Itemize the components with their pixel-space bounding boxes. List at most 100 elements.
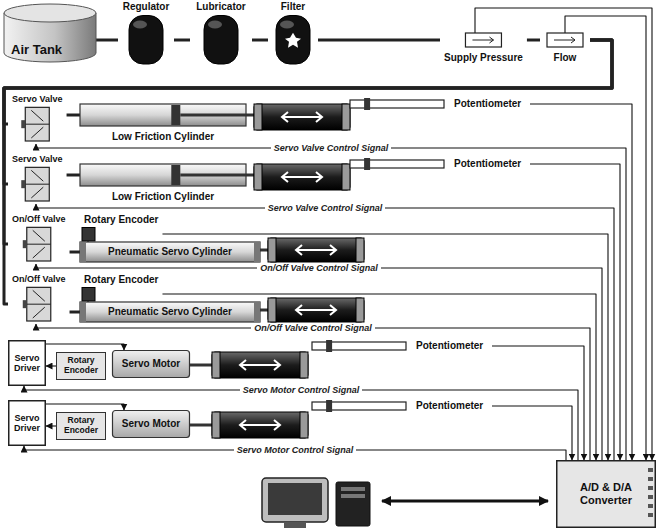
load-end-cap — [268, 238, 276, 262]
valve-symbol: On/Off Valve — [8, 214, 70, 264]
sensor-box: Supply Pressure — [440, 33, 527, 63]
signal-wire — [46, 344, 124, 350]
node-label: Rotary Encoder — [84, 214, 158, 226]
node-label: Filter — [281, 1, 305, 13]
valve-flow-path — [31, 110, 43, 138]
node-label: Pneumatic Servo Cylinder — [105, 306, 235, 318]
air-pipe — [527, 39, 540, 42]
air-pipe — [4, 40, 612, 304]
valve-flow-path — [33, 230, 45, 258]
servo-motor: Servo Motor — [112, 350, 190, 378]
motion-arrow — [296, 305, 336, 315]
low-friction-cylinder: Low Friction Cylinder — [80, 104, 246, 142]
node-label: Potentiometer — [416, 400, 483, 412]
load-block — [190, 352, 308, 378]
rotary-encoder: Rotary Encoder — [56, 412, 106, 440]
valve-solenoid — [23, 300, 27, 308]
unit-body — [204, 16, 238, 65]
potentiometer: Potentiometer — [312, 398, 492, 414]
encoder-body — [82, 288, 95, 302]
signal-wire — [46, 425, 56, 426]
rotary-encoder: Rotary Encoder — [80, 274, 162, 302]
servo-driver: Servo Driver — [8, 400, 46, 446]
signal-wire — [36, 144, 626, 460]
air-treatment-unit: Regulator — [118, 1, 174, 65]
computer-tower — [336, 482, 370, 526]
unit-highlight — [208, 21, 222, 29]
load-block — [246, 104, 350, 130]
valve-solenoid — [21, 180, 25, 188]
rotary-encoder: Rotary Encoder — [80, 214, 162, 242]
signal-label: On/Off Valve Control Signal — [257, 263, 381, 274]
signal-wire — [36, 324, 590, 460]
load-block — [190, 412, 308, 438]
valve-flow-path — [33, 290, 45, 318]
signal-wire — [530, 104, 632, 460]
signal-label: On/Off Valve Control Signal — [251, 323, 375, 334]
load-end-cap — [356, 238, 364, 262]
load-block — [260, 298, 364, 322]
node-label: Servo Driver — [8, 413, 46, 434]
load-block — [260, 238, 364, 262]
monitor-screen — [268, 483, 322, 515]
motion-arrow — [296, 245, 336, 255]
node-label: A/D & D/A Converter — [556, 481, 656, 506]
converter-box: A/D & D/A Converter — [556, 460, 656, 528]
drive-slot — [341, 487, 365, 491]
load-end-cap — [342, 164, 350, 190]
motor-body — [113, 411, 190, 438]
signal-wire — [36, 204, 614, 460]
piston-rod — [180, 174, 246, 177]
monitor-stand — [284, 522, 306, 528]
valve-body — [27, 287, 51, 321]
node-label: On/Off Valve — [12, 214, 66, 224]
encoder-body — [82, 228, 95, 242]
load-body — [254, 104, 350, 130]
valve-symbol: Servo Valve — [8, 94, 67, 144]
valve-solenoid — [23, 240, 27, 248]
monitor — [262, 478, 328, 522]
node-label: Servo Valve — [12, 94, 63, 104]
converter-port — [648, 468, 653, 472]
rotary-encoder: Rotary Encoder — [56, 352, 106, 380]
signal-wire — [492, 406, 572, 460]
load-end-cap — [254, 104, 262, 130]
node-label: Flow — [554, 52, 577, 64]
data-link-arrow — [382, 500, 548, 503]
signal-label: Servo Motor Control Signal — [240, 385, 363, 396]
valve-symbol: On/Off Valve — [8, 274, 70, 324]
potentiometer-wiper — [326, 340, 332, 352]
motion-arrow — [282, 172, 322, 182]
node-label: Potentiometer — [454, 158, 521, 170]
converter-body — [557, 461, 656, 528]
motion-arrow — [282, 112, 322, 122]
air-treatment-unit: Filter — [268, 1, 318, 65]
node-label: Low Friction Cylinder — [112, 131, 214, 143]
air-tank: Air Tank — [4, 4, 96, 62]
valve-body — [25, 107, 49, 141]
tank-top — [4, 4, 96, 22]
signal-wire — [46, 365, 56, 366]
converter-port — [648, 486, 653, 490]
low-friction-cylinder: Low Friction Cylinder — [80, 164, 246, 202]
load-end-cap — [268, 298, 276, 322]
piston-rod — [190, 364, 212, 367]
signal-wire — [36, 264, 602, 460]
air-pipe — [96, 39, 118, 42]
potentiometer-wiper — [364, 158, 370, 170]
valve-solenoid — [21, 120, 25, 128]
potentiometer-wiper — [364, 98, 370, 110]
computer — [262, 478, 370, 528]
air-treatment-unit: Lubricator — [190, 1, 252, 65]
piston-rod — [190, 424, 212, 427]
unit-body — [276, 16, 310, 65]
drive-slot — [341, 494, 365, 498]
node-label: On/Off Valve — [12, 274, 66, 284]
potentiometer: Potentiometer — [312, 338, 492, 354]
node-label: Servo Motor — [119, 418, 183, 430]
node-label: Low Friction Cylinder — [112, 191, 214, 203]
valve-divider — [25, 184, 49, 185]
converter-port — [648, 513, 653, 517]
load-end-cap — [254, 164, 262, 190]
